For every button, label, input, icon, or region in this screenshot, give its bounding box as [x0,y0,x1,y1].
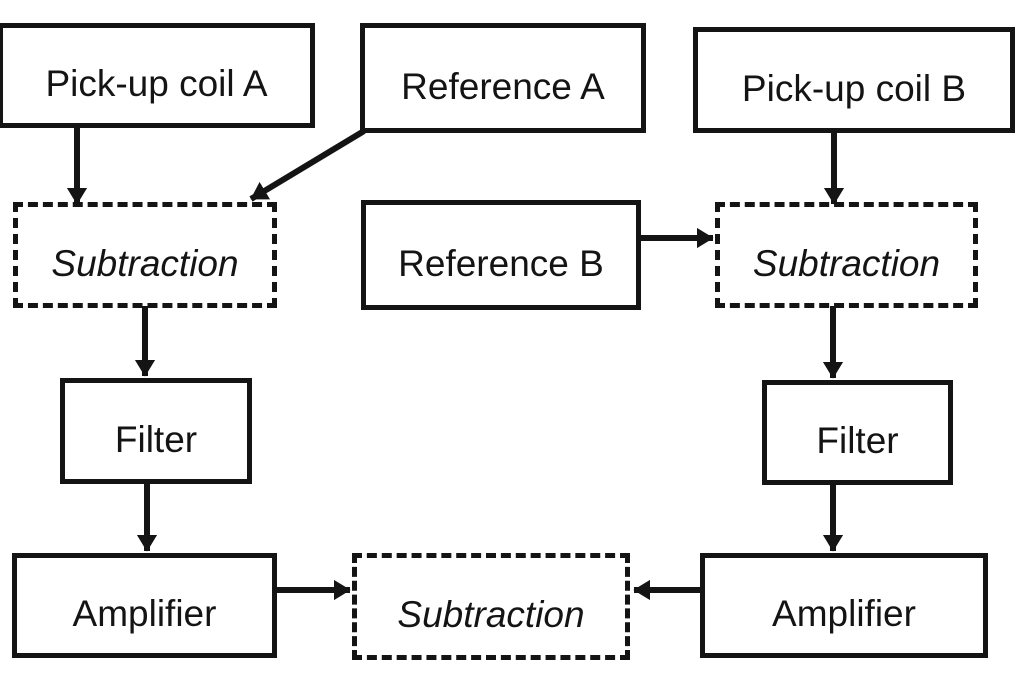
node-amplifier-a-label: Amplifier [72,593,217,635]
node-pickup-coil-b: Pick-up coil B [693,27,1015,133]
node-filter-a-label: Filter [114,418,198,460]
node-filter-a: Filter [60,378,252,484]
node-amplifier-a: Amplifier [12,553,277,658]
node-subtraction-a-label: Subtraction [51,242,239,284]
node-reference-a-label: Reference A [401,65,605,107]
node-reference-b: Reference B [361,200,641,310]
node-amplifier-b: Amplifier [700,553,988,658]
node-filter-b: Filter [762,380,953,485]
node-amplifier-b-label: Amplifier [772,593,916,635]
node-subtraction-b: Subtraction [715,202,978,308]
arrow-reference-a-to-subtraction-a [249,128,366,202]
node-subtraction-a: Subtraction [13,202,277,308]
node-subtraction-output: Subtraction [352,553,630,660]
node-subtraction-b-label: Subtraction [752,242,941,284]
node-pickup-coil-b-label: Pick-up coil B [741,67,967,109]
node-pickup-coil-a: Pick-up coil A [0,23,315,128]
node-pickup-coil-a-label: Pick-up coil A [45,63,268,105]
node-reference-a: Reference A [360,23,646,133]
node-subtraction-output-label: Subtraction [397,594,585,636]
node-filter-b-label: Filter [816,420,899,462]
node-reference-b-label: Reference B [398,242,604,284]
